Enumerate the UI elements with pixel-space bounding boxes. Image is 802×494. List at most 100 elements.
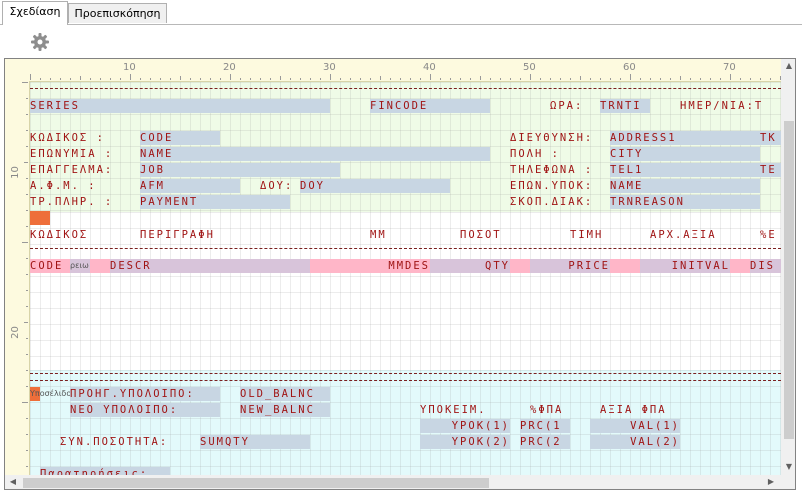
field-city[interactable]: CITY xyxy=(610,147,760,161)
label-doy[interactable]: ΔΟΥ: xyxy=(260,180,294,192)
label-afm[interactable]: Α.Φ.Μ. : xyxy=(30,180,97,192)
pink-spacer xyxy=(510,259,530,273)
field-trnti[interactable]: TRNTI xyxy=(600,99,650,113)
ruler-number: 20 xyxy=(9,326,21,339)
ruler-tick xyxy=(480,76,481,80)
field-ypok1[interactable]: YPOK(1) xyxy=(420,419,510,433)
label-epon-ypok[interactable]: ΕΠΩΝ.ΥΠΟΚ: xyxy=(510,180,594,192)
horizontal-scrollbar[interactable]: ◀ ▶ xyxy=(5,475,781,489)
field-cut-bottom[interactable]: Παρατηρήσεις: xyxy=(40,467,170,475)
label-axia-fpa[interactable]: ΑΞΙΑ ΦΠΑ xyxy=(600,404,667,416)
field-tel1[interactable]: TEL1 xyxy=(610,163,760,177)
field-afm[interactable]: AFM xyxy=(140,179,240,193)
ruler-tick xyxy=(350,78,351,80)
ruler-tick xyxy=(110,78,111,80)
col-percent-e[interactable]: %Ε xyxy=(760,229,777,241)
tab-design[interactable]: Σχεδίαση xyxy=(2,1,68,25)
label-ypokeim[interactable]: ΥΠΟΚΕΙΜ. xyxy=(420,404,487,416)
ruler-tick xyxy=(190,78,191,80)
col-timi[interactable]: ΤΙΜΗ xyxy=(570,229,604,241)
vertical-scroll-thumb[interactable] xyxy=(784,121,794,439)
field-prc2[interactable]: PRC(2 xyxy=(520,435,570,449)
ruler-tick xyxy=(100,78,101,80)
ruler-tick xyxy=(120,78,121,80)
field-dis[interactable]: DIS xyxy=(750,259,781,273)
col-arx-axia[interactable]: ΑΡΧ.ΑΞΙΑ xyxy=(650,229,717,241)
field-price[interactable]: PRICE xyxy=(530,259,610,273)
label-kodikos[interactable]: ΚΩΔΙΚΟΣ : xyxy=(30,132,105,144)
field-job[interactable]: JOB xyxy=(140,163,340,177)
field-doy[interactable]: DOY xyxy=(300,179,450,193)
label-eponymia[interactable]: ΕΠΩΝΥΜΙΑ : xyxy=(30,148,114,160)
scroll-up-icon[interactable]: ▲ xyxy=(785,61,793,70)
horizontal-scroll-thumb[interactable] xyxy=(23,478,489,488)
tab-preview[interactable]: Προεπισκόπηση xyxy=(68,3,167,23)
ruler-tick xyxy=(770,78,771,80)
field-ypok2[interactable]: YPOK(2) xyxy=(420,435,510,449)
field-tk[interactable]: TK xyxy=(760,131,781,145)
label-ora[interactable]: ΩΡΑ: xyxy=(550,100,584,112)
ruler-tick xyxy=(490,78,491,80)
label-tilefona[interactable]: ΤΗΛΕΦΩΝΑ : xyxy=(510,164,594,176)
label-tr-plir[interactable]: ΤΡ.ΠΛΗΡ. : xyxy=(30,196,114,208)
col-kodikos[interactable]: ΚΩΔΙΚΟΣ xyxy=(30,229,89,241)
ruler-tick xyxy=(730,74,731,80)
field-val2[interactable]: VAL(2) xyxy=(590,435,680,449)
field-te[interactable]: TE xyxy=(760,163,781,177)
field-trnreason[interactable]: TRNREASON xyxy=(610,195,760,209)
col-perigrafi[interactable]: ΠΕΡΙΓΡΑΦΗ xyxy=(140,229,215,241)
field-fincode[interactable]: FINCODE xyxy=(370,99,490,113)
field-new-balnc[interactable]: NEW_BALNC xyxy=(240,403,330,417)
ruler-tick xyxy=(26,306,28,307)
field-series[interactable]: SERIES xyxy=(30,99,330,113)
detail-band[interactable] xyxy=(30,212,781,370)
field-code-badge[interactable]: ρειω xyxy=(70,259,90,273)
label-dieythinsi[interactable]: ΔΙΕΥΘΥΝΣΗ: xyxy=(510,132,594,144)
scroll-down-icon[interactable]: ▼ xyxy=(785,462,793,471)
ruler-tick xyxy=(90,78,91,80)
field-mmdes[interactable]: MMDES xyxy=(340,259,430,273)
ruler-tick xyxy=(26,418,28,419)
vertical-scrollbar[interactable]: ▲ ▼ xyxy=(781,59,795,475)
separator-line xyxy=(30,248,781,249)
ruler-tick xyxy=(430,74,431,80)
ruler-tick xyxy=(280,76,281,80)
band-marker[interactable] xyxy=(30,387,40,401)
ruler-tick xyxy=(670,78,671,80)
label-syn-posotita[interactable]: ΣΥΝ.ΠΟΣΟΤΗΤΑ: xyxy=(60,436,169,448)
ruler-tick xyxy=(160,78,161,80)
gear-icon[interactable] xyxy=(30,32,50,52)
scroll-right-icon[interactable]: ▶ xyxy=(767,477,775,486)
field-qty[interactable]: QTY xyxy=(430,259,510,273)
field-address1[interactable]: ADDRESS1 xyxy=(610,131,760,145)
field-name[interactable]: NAME xyxy=(140,147,490,161)
field-descr[interactable]: DESCR xyxy=(110,259,310,273)
field-payment[interactable]: PAYMENT xyxy=(140,195,290,209)
label-neo-ypoloipo[interactable]: ΝΕΟ ΥΠΟΛΟΙΠΟ: xyxy=(70,403,220,417)
ruler-tick xyxy=(26,274,28,275)
col-posot[interactable]: ΠΟΣΟΤ xyxy=(460,229,502,241)
col-mm[interactable]: ΜΜ xyxy=(370,229,387,241)
field-detail-code[interactable]: CODE xyxy=(30,259,70,273)
field-sumqty[interactable]: SUMQTY xyxy=(200,435,310,449)
label-epaggelma[interactable]: ΕΠΑΓΓΕΛΜΑ: xyxy=(30,164,114,176)
ruler-tick xyxy=(26,354,28,355)
ruler-tick xyxy=(26,466,28,467)
field-val1[interactable]: VAL(1) xyxy=(590,419,680,433)
field-old-balnc[interactable]: OLD_BALNC xyxy=(240,387,330,401)
band-marker[interactable] xyxy=(30,211,50,225)
ruler-tick xyxy=(26,178,28,179)
label-fpa-percent[interactable]: %ΦΠΑ xyxy=(530,404,564,416)
scroll-left-icon[interactable]: ◀ xyxy=(9,477,17,486)
label-skop-diak[interactable]: ΣΚΟΠ.ΔΙΑΚ: xyxy=(510,196,594,208)
label-imer[interactable]: ΗΜΕΡ/ΝΙΑ:T xyxy=(680,100,764,112)
ruler-tick xyxy=(170,78,171,80)
field-code[interactable]: CODE xyxy=(140,131,220,145)
ruler-tick xyxy=(230,74,231,80)
label-poli[interactable]: ΠΟΛΗ : xyxy=(510,148,560,160)
field-prc1[interactable]: PRC(1 xyxy=(520,419,570,433)
field-ypok-name[interactable]: NAME xyxy=(610,179,760,193)
field-inital[interactable]: INITVAL xyxy=(640,259,730,273)
label-prog-ypoloipo[interactable]: ΠΡΟΗΓ.ΥΠΟΛΟΙΠΟ: xyxy=(70,387,220,401)
separator-line xyxy=(30,380,781,381)
